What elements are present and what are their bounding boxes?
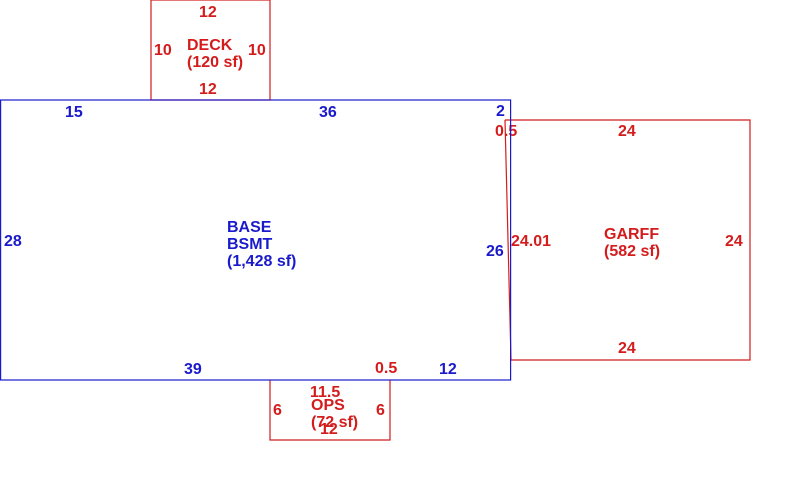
garff-area-label: (582 sf) bbox=[604, 243, 660, 260]
deck-dim-bottom: 12 bbox=[199, 81, 217, 98]
garff-dim-right: 24 bbox=[725, 233, 743, 250]
deck-dim-left: 10 bbox=[154, 42, 172, 59]
base-dim-top-mid: 36 bbox=[319, 104, 337, 121]
garff-dim-left: 24.01 bbox=[511, 233, 551, 250]
ops-dim-right: 6 bbox=[376, 402, 385, 419]
ops-area-label: (72 sf) bbox=[311, 414, 358, 431]
base-dim-bottom-left: 39 bbox=[184, 361, 202, 378]
deck-dim-right: 10 bbox=[248, 42, 266, 59]
deck-area-label: (120 sf) bbox=[187, 54, 243, 71]
ops-dim-left: 6 bbox=[273, 402, 282, 419]
ops-name-label: OPS bbox=[311, 397, 345, 414]
base-outline bbox=[0, 99, 512, 381]
deck-name-label: DECK bbox=[187, 37, 233, 54]
base-dim-right: 26 bbox=[486, 243, 504, 260]
ops-dim-bottom: 12 bbox=[320, 421, 338, 438]
garff-area: 24 24 24 24.01 0.5 GARFF (582 sf) bbox=[495, 119, 751, 361]
base-name-line1: BASE bbox=[227, 219, 272, 236]
base-dim-left: 28 bbox=[4, 233, 22, 250]
garff-dim-corner: 0.5 bbox=[495, 123, 517, 140]
garff-outline bbox=[504, 119, 751, 361]
garff-dim-bottom: 24 bbox=[618, 340, 636, 357]
garff-dim-top: 24 bbox=[618, 123, 636, 140]
deck-area: 12 12 10 10 DECK (120 sf) bbox=[150, 0, 271, 101]
ops-outline bbox=[269, 380, 391, 441]
ops-dim-corner: 0.5 bbox=[375, 360, 397, 377]
base-dim-top-left: 15 bbox=[65, 104, 83, 121]
base-dim-bottom-right: 12 bbox=[439, 361, 457, 378]
garff-name-label: GARFF bbox=[604, 226, 659, 243]
base-name-line2: BSMT bbox=[227, 236, 273, 253]
ops-area: 11.5 12 6 6 0.5 OPS (72 sf) bbox=[269, 360, 397, 441]
ops-dim-top: 11.5 bbox=[310, 384, 340, 401]
base-bsmt-area: 15 36 2 28 26 39 12 BASE BSMT (1,428 sf) bbox=[0, 99, 512, 381]
deck-dim-top: 12 bbox=[199, 4, 217, 21]
base-area-label: (1,428 sf) bbox=[227, 253, 296, 270]
base-dim-top-right: 2 bbox=[496, 103, 505, 120]
